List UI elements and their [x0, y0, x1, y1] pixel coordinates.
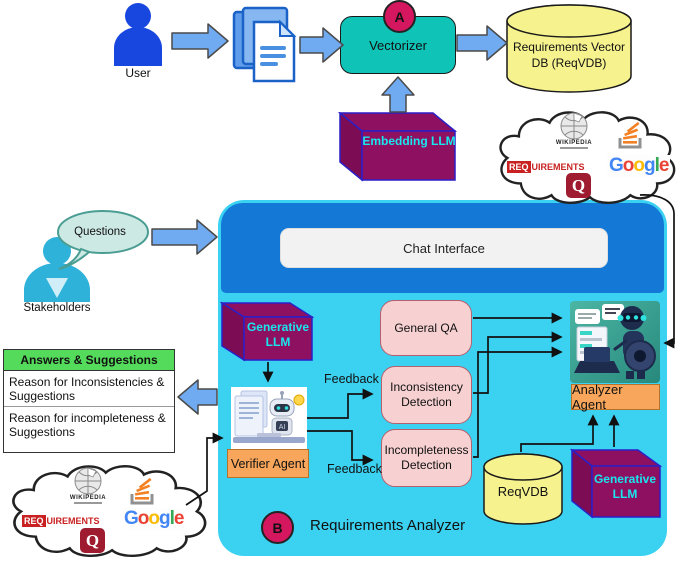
arrow-documents-to-vectorizer — [299, 27, 344, 63]
incompleteness-detection-box: Incompleteness Detection — [381, 429, 472, 487]
generative-llm-bottom-box — [570, 448, 662, 519]
general-qa-box: General QA — [380, 300, 472, 356]
stackoverflow-logo — [618, 121, 642, 149]
generative-llm-bottom-label: Generative LLM — [593, 472, 657, 501]
user-label: User — [125, 66, 151, 80]
badge-a: A — [383, 0, 416, 33]
user-icon — [114, 3, 162, 66]
google-logo: Google — [607, 155, 671, 177]
questions-bubble — [57, 210, 149, 270]
cloud-shape — [499, 111, 676, 205]
wikipedia-globe-icon — [74, 467, 102, 495]
quora-q-logo: Q — [80, 528, 105, 553]
verifier-agent-label: Verifier Agent — [227, 449, 309, 478]
chat-interface-label: Chat Interface — [403, 240, 485, 256]
inconsistency-detection-box: Inconsistency Detection — [381, 366, 472, 424]
google-logo: Google — [122, 508, 186, 530]
generative-llm-top-box — [220, 301, 314, 362]
feedback-top-label: Feedback — [324, 372, 379, 386]
quora-q-logo: Q — [566, 173, 591, 198]
arrow-embedding-to-vectorizer — [381, 76, 415, 113]
stakeholders-label: Stakeholders — [23, 302, 91, 314]
vectorizer-label: Vectorizer — [369, 37, 427, 53]
arrow-vectorizer-to-db — [456, 25, 508, 61]
stakeholders-icon — [24, 237, 90, 302]
generative-llm-top-label: Generative LLM — [246, 320, 310, 349]
lightbulb-icon — [293, 394, 305, 406]
answers-header: Answers & Suggestions — [4, 350, 174, 371]
wikipedia-globe-icon — [560, 112, 588, 140]
arrow-questions-to-panel — [151, 219, 218, 255]
answers-box: Answers & Suggestions Reason for Inconsi… — [3, 349, 175, 453]
questions-label: Questions — [74, 226, 126, 238]
embedding-llm-label: Embedding LLM — [362, 134, 456, 148]
analyzer-agent-illustration — [570, 301, 660, 383]
arrow-user-to-documents — [171, 23, 229, 59]
requirements-vector-db-cylinder — [506, 4, 632, 93]
wikipedia-logo: WIKIPEDIA — [552, 112, 596, 149]
badge-b: B — [261, 511, 294, 544]
chat-interface-bar: Chat Interface — [280, 228, 608, 268]
arrow-panel-to-answers — [177, 379, 218, 415]
wikipedia-tagline-rule — [560, 147, 588, 149]
panel-title: Requirements Analyzer — [310, 517, 466, 534]
wikipedia-tagline-rule — [74, 502, 102, 504]
reqvdb-label: ReqVDB — [497, 484, 549, 499]
feedback-bottom-label: Feedback — [327, 462, 382, 476]
cloud-shape — [12, 465, 207, 558]
answers-item: Reason for incompleteness & Suggestions — [9, 410, 166, 440]
analyzer-agent-label: Analyzer Agent — [571, 382, 660, 412]
verifier-ai-text: AI — [279, 424, 286, 431]
verifier-agent-illustration: AI — [231, 387, 307, 449]
documents-icon — [232, 6, 297, 83]
reqvdb-cylinder — [483, 453, 563, 525]
stackoverflow-logo — [130, 477, 154, 505]
answers-item: Reason for Inconsistencies & Suggestions — [4, 371, 174, 407]
vector-db-label: Requirements Vector DB (ReqVDB) — [512, 40, 626, 70]
wikipedia-logo: WIKIPEDIA — [66, 467, 110, 504]
embedding-llm-box — [338, 112, 458, 182]
